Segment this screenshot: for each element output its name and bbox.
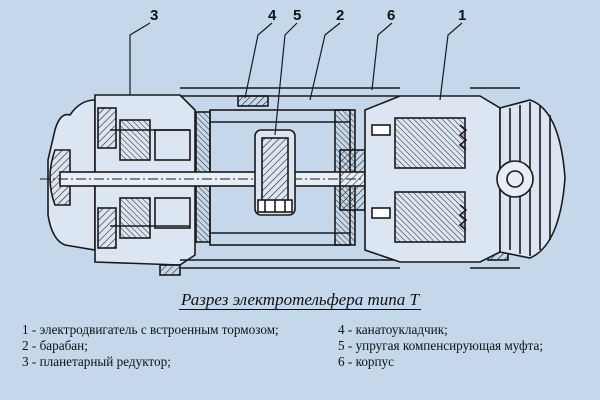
- legend-right: 4 - канатоукладчик; 5 - упругая компенси…: [338, 322, 543, 370]
- callout-2: 2: [336, 7, 344, 24]
- caption-text: Разрез электротельфера типа Т: [179, 290, 421, 310]
- callout-6: 6: [387, 7, 395, 24]
- callout-1: 1: [458, 7, 466, 24]
- legend-item: 3 - планетарный редуктор;: [22, 354, 171, 369]
- legend-item: 5 - упругая компенсирующая муфта;: [338, 338, 544, 353]
- legend-item: 4 - канатоукладчик;: [338, 322, 448, 337]
- callout-5: 5: [293, 7, 301, 24]
- drawing-lines: [40, 22, 566, 276]
- callout-3: 3: [150, 7, 158, 24]
- legend-left: 1 - электродвигатель с встроенным тормоз…: [22, 322, 279, 370]
- legend-item: 6 - корпус: [338, 354, 395, 369]
- callout-4: 4: [268, 7, 277, 24]
- figure-caption: Разрез электротельфера типа Т: [0, 290, 600, 310]
- legend-item: 1 - электродвигатель с встроенным тормоз…: [22, 322, 279, 337]
- legend-item: 2 - барабан;: [22, 338, 88, 353]
